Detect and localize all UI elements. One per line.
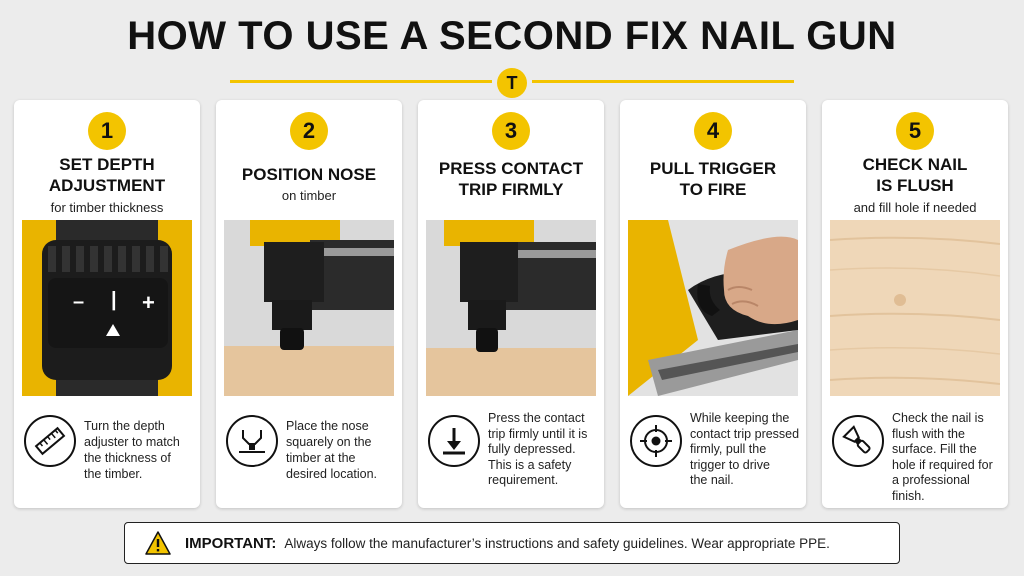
- step-subtitle: on timber: [281, 188, 337, 203]
- notice-text: Always follow the manufacturer’s instruc…: [284, 535, 830, 551]
- description-line: Turn the depth: [84, 419, 165, 433]
- ruler-icon: [24, 415, 76, 467]
- step-description: While keeping the contact trip pressed f…: [690, 411, 802, 489]
- step-card-1: 1 SET DEPTH ADJUSTMENT for timber thickn…: [14, 100, 200, 508]
- step-number-badge: 5: [896, 112, 934, 150]
- description-line: requirement.: [488, 473, 559, 487]
- trigger-photo: [628, 220, 798, 396]
- description-line: trigger to drive: [690, 457, 770, 472]
- description-line: contact trip pressed: [690, 426, 800, 441]
- step-card-2: 2 POSITION NOSE on timber Place the nose…: [216, 100, 402, 508]
- step-number-badge: 1: [88, 112, 126, 150]
- title-rule-right: [532, 80, 794, 83]
- step-number-badge: 3: [492, 112, 530, 150]
- press-down-icon: [428, 415, 480, 467]
- step-heading: TRIP FIRMLY: [458, 180, 564, 199]
- warning-icon: [145, 531, 171, 555]
- step-heading: TO FIRE: [679, 180, 747, 199]
- step-heading: POSITION NOSE: [241, 165, 377, 184]
- step-description: Turn the depth adjuster to match the thi…: [84, 418, 196, 482]
- title-rule-left: [230, 80, 492, 83]
- description-line: hole if required for: [892, 457, 993, 472]
- filler-knife-icon: [832, 415, 884, 467]
- description-line: trip firmly until it is: [488, 426, 588, 441]
- step-subtitle: for timber thickness: [50, 200, 164, 215]
- badge-letter: T: [506, 72, 518, 93]
- important-notice: IMPORTANT: Always follow the manufacture…: [124, 522, 900, 564]
- page-title: HOW TO USE A SECOND FIX NAIL GUN: [127, 14, 897, 58]
- description-line: Press the contact: [488, 411, 585, 425]
- step-subtitle: and fill hole if needed: [853, 200, 977, 215]
- dial-plus-mark: +: [142, 290, 155, 315]
- description-line: timber at the: [286, 451, 356, 465]
- description-line: squarely on the: [286, 435, 372, 449]
- step-description: Check the nail is flush with the surface…: [892, 411, 1004, 504]
- description-line: the nail.: [690, 473, 734, 487]
- description-line: While keeping the: [690, 411, 790, 425]
- nail-gun-nose-photo: [224, 220, 394, 396]
- description-line: a professional finish.: [892, 473, 970, 503]
- step-heading: PULL TRIGGER: [649, 159, 777, 178]
- step-description: Press the contact trip firmly until it i…: [488, 411, 600, 489]
- description-line: This is a safety: [488, 457, 572, 472]
- crosshair-icon: [630, 415, 682, 467]
- description-line: firmly, pull the: [690, 442, 767, 456]
- description-line: the timber.: [84, 467, 143, 481]
- description-line: Check the nail is: [892, 411, 984, 425]
- step-heading: CHECK NAIL: [862, 155, 968, 174]
- dial-pointer-icon: [106, 324, 120, 336]
- description-line: fully depressed.: [488, 442, 576, 456]
- description-line: the thickness of: [84, 451, 171, 465]
- description-line: adjuster to match: [84, 435, 180, 449]
- step-heading: PRESS CONTACT: [438, 159, 584, 178]
- description-line: flush with the: [892, 426, 965, 441]
- title-badge: T: [497, 68, 527, 98]
- description-line: desired location.: [286, 467, 378, 481]
- step-heading: SET DEPTH: [59, 155, 155, 174]
- step-card-4: 4 PULL TRIGGER TO FIRE While keeping the…: [620, 100, 806, 508]
- step-card-5: 5 CHECK NAIL IS FLUSH and fill hole if n…: [822, 100, 1008, 508]
- timber-surface-photo: [830, 220, 1000, 396]
- nose-target-icon: [226, 415, 278, 467]
- description-line: surface. Fill the: [892, 442, 977, 456]
- notice-label: IMPORTANT:: [185, 534, 277, 552]
- depth-adjuster-photo: – | +: [22, 220, 192, 396]
- step-heading: ADJUSTMENT: [48, 176, 166, 195]
- step-number-badge: 4: [694, 112, 732, 150]
- step-card-3: 3 PRESS CONTACT TRIP FIRMLY Press the co…: [418, 100, 604, 508]
- contact-trip-photo: [426, 220, 596, 396]
- dial-center-mark: |: [111, 289, 117, 311]
- step-description: Place the nose squarely on the timber at…: [286, 418, 398, 482]
- dial-minus-mark: –: [73, 291, 85, 313]
- step-number-badge: 2: [290, 112, 328, 150]
- description-line: Place the nose: [286, 419, 369, 433]
- step-heading: IS FLUSH: [876, 176, 954, 195]
